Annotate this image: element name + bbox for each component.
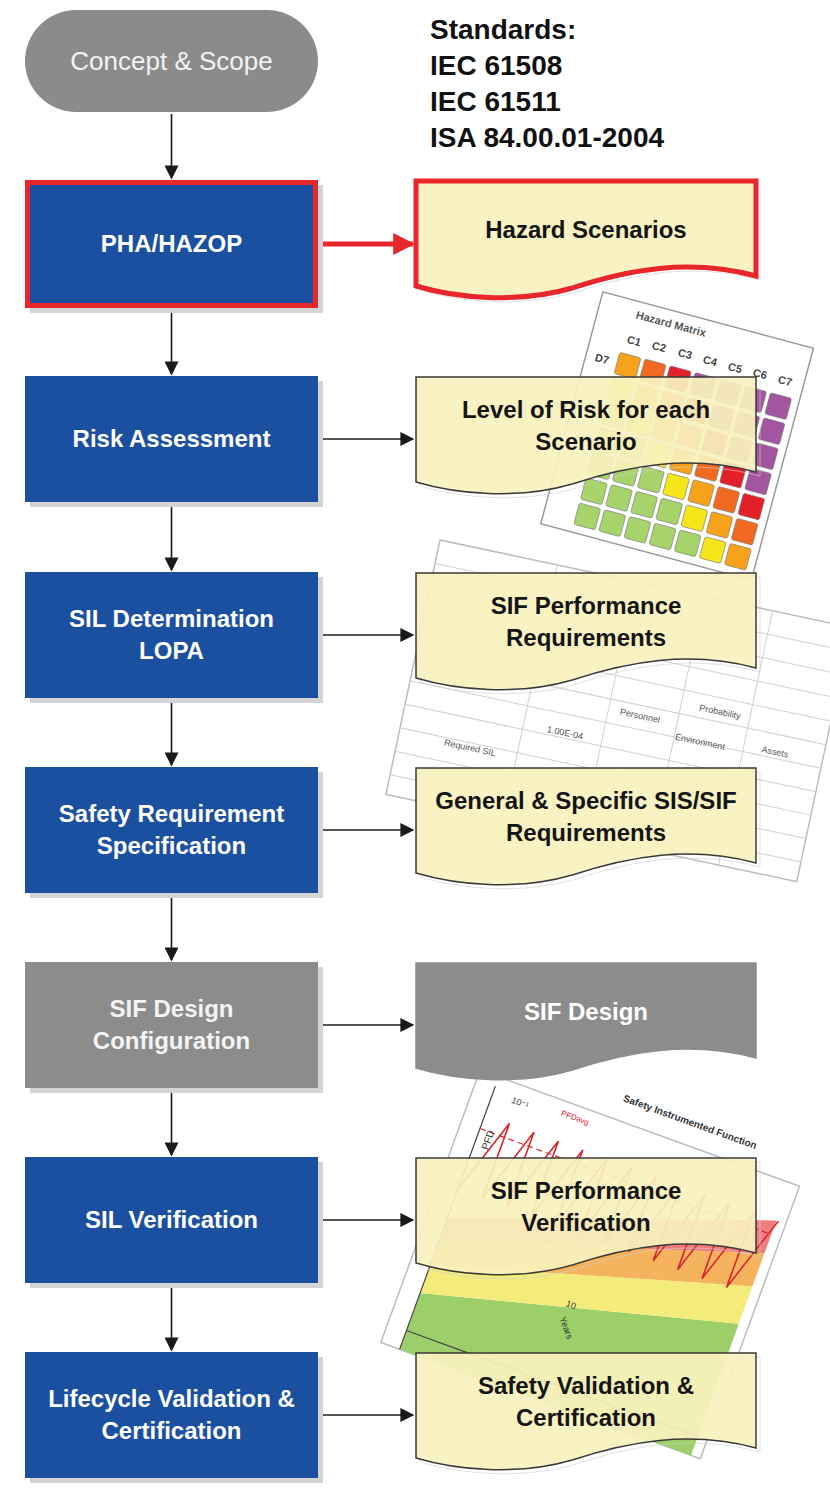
document-outline — [416, 768, 756, 885]
matrix-cell — [599, 510, 626, 537]
matrix-cell — [631, 491, 658, 518]
node-label: Lifecycle Validation & Certification — [41, 1383, 302, 1446]
table-rule — [410, 681, 821, 768]
document-outline — [416, 963, 756, 1080]
node-label: Safety Validation & Certification — [433, 1370, 739, 1433]
matrix-cell — [674, 530, 701, 557]
document-shape: SIF Performance Verification — [415, 1157, 757, 1277]
matrix-cell — [724, 543, 751, 570]
matrix-cell — [649, 523, 676, 550]
matrix-cell — [713, 486, 740, 513]
flow-arrow — [318, 1219, 413, 1221]
node-label: SIF Performance Requirements — [433, 590, 739, 653]
node-label: Safety Requirement Specification — [41, 798, 302, 861]
matrix-cell — [699, 537, 726, 564]
process-box: PHA/HAZOP — [25, 180, 318, 308]
document-shape: General & Specific SIS/SIF Requirements — [415, 767, 757, 887]
node-label: SIF Performance Verification — [433, 1175, 739, 1238]
matrix-header: C5 — [726, 360, 743, 376]
flow-arrow — [318, 1024, 413, 1026]
standards-heading: Standards: — [430, 14, 576, 46]
node-label: PHA/HAZOP — [101, 228, 242, 260]
standard-name: IEC 61511 — [430, 86, 561, 118]
flow-arrow — [171, 504, 173, 570]
flow-arrow — [171, 1285, 173, 1350]
process-box: SIF Design Configuration — [25, 962, 318, 1088]
node-label: General & Specific SIS/SIF Requirements — [433, 785, 739, 848]
matrix-cell — [624, 516, 651, 543]
matrix-cell — [656, 498, 683, 525]
document-shape: SIF Performance Requirements — [415, 572, 757, 692]
document-outline — [416, 377, 756, 494]
flow-arrow — [318, 634, 413, 636]
matrix-cell — [731, 518, 758, 545]
node-label: SIF Design Configuration — [41, 993, 302, 1056]
node-label: Concept & Scope — [70, 44, 272, 78]
flow-arrow — [171, 1090, 173, 1155]
process-box: Safety Requirement Specification — [25, 767, 318, 893]
matrix-cell — [745, 468, 772, 495]
flow-arrow — [318, 1414, 413, 1416]
flow-arrow — [318, 438, 413, 440]
document-shape: Safety Validation & Certification — [415, 1352, 757, 1472]
standard-name: ISA 84.00.01-2004 — [430, 122, 664, 154]
flow-arrow — [171, 700, 173, 765]
document-outline — [416, 1353, 756, 1470]
document-shape: SIF Design — [415, 962, 757, 1082]
node-label: Hazard Scenarios — [485, 214, 686, 246]
matrix-cell — [614, 352, 641, 379]
node-label: Risk Assessment — [73, 423, 271, 455]
flow-arrow — [171, 310, 173, 374]
document-outline — [416, 181, 756, 298]
flow-arrow — [318, 829, 413, 831]
matrix-cell — [765, 393, 792, 420]
standard-name: IEC 61508 — [430, 50, 562, 82]
process-box: SIL Verification — [25, 1157, 318, 1283]
node-label: Level of Risk for each Scenario — [433, 394, 739, 457]
matrix-cell — [574, 503, 601, 530]
node-label: SIF Design — [524, 996, 648, 1028]
document-outline — [416, 1158, 756, 1275]
matrix-cell — [663, 473, 690, 500]
matrix-cell — [580, 478, 607, 505]
process-box: Risk Assessment — [25, 376, 318, 502]
matrix-cell — [758, 418, 785, 445]
node-label: SIL Determination LOPA — [41, 603, 302, 666]
node-label: SIL Verification — [85, 1204, 258, 1236]
flow-arrow — [171, 114, 173, 178]
matrix-cell — [681, 505, 708, 532]
matrix-cell — [706, 512, 733, 539]
terminator-pill: Concept & Scope — [25, 10, 318, 112]
document-shape: Level of Risk for each Scenario — [415, 376, 757, 496]
flow-arrow — [320, 242, 413, 247]
document-outline — [416, 573, 756, 690]
matrix-cell — [738, 493, 765, 520]
matrix-cell — [606, 485, 633, 512]
process-box: SIL Determination LOPA — [25, 572, 318, 698]
flow-arrow — [171, 895, 173, 960]
document-shape: Hazard Scenarios — [415, 180, 757, 300]
process-box: Lifecycle Validation & Certification — [25, 1352, 318, 1478]
matrix-cell — [688, 480, 715, 507]
